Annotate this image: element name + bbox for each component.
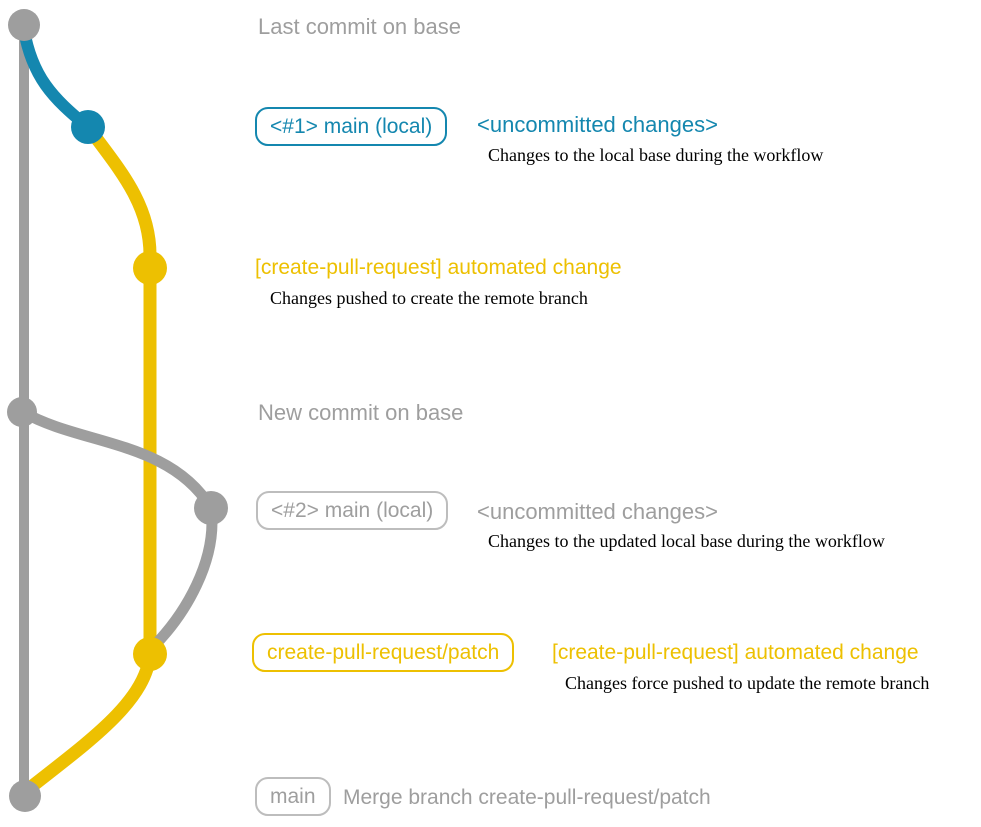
commit-node-base-new bbox=[7, 397, 37, 427]
branch-badge-main: main bbox=[255, 777, 331, 816]
uncommitted-changes-note-2: <uncommitted changes> bbox=[477, 499, 718, 524]
uncommitted-changes-note-1: <uncommitted changes> bbox=[477, 112, 718, 137]
commit-node-patch-1 bbox=[133, 251, 167, 285]
last-commit-heading: Last commit on base bbox=[258, 14, 461, 39]
merge-commit-label: Merge branch create-pull-request/patch bbox=[343, 786, 711, 809]
commit-node-local-main-2 bbox=[194, 491, 228, 525]
automated-change-label-1: [create-pull-request] automated change bbox=[255, 256, 622, 279]
automated-change-label-2: [create-pull-request] automated change bbox=[552, 641, 919, 664]
branch-badge-patch: create-pull-request/patch bbox=[252, 633, 515, 672]
patch-branch-line bbox=[19, 120, 157, 798]
local-main-branch-line-2 bbox=[17, 406, 218, 654]
commit-node-base-last bbox=[8, 9, 40, 41]
commit-graph bbox=[7, 9, 228, 812]
commit2-caption: Changes to the updated local base during… bbox=[488, 531, 885, 551]
new-commit-heading: New commit on base bbox=[258, 400, 464, 425]
push2-caption: Changes force pushed to update the remot… bbox=[565, 673, 930, 693]
commit1-caption: Changes to the local base during the wor… bbox=[488, 145, 824, 165]
branch-badge-main-local-1: <#1> main (local) bbox=[255, 107, 448, 146]
branch-badge-main-local-2: <#2> main (local) bbox=[256, 491, 449, 530]
commit-node-patch-2 bbox=[133, 637, 167, 671]
local-main-branch-line-1 bbox=[18, 24, 94, 133]
commit-node-merge bbox=[9, 780, 41, 812]
commit-node-local-main-1 bbox=[71, 110, 105, 144]
push1-caption: Changes pushed to create the remote bran… bbox=[270, 288, 588, 308]
